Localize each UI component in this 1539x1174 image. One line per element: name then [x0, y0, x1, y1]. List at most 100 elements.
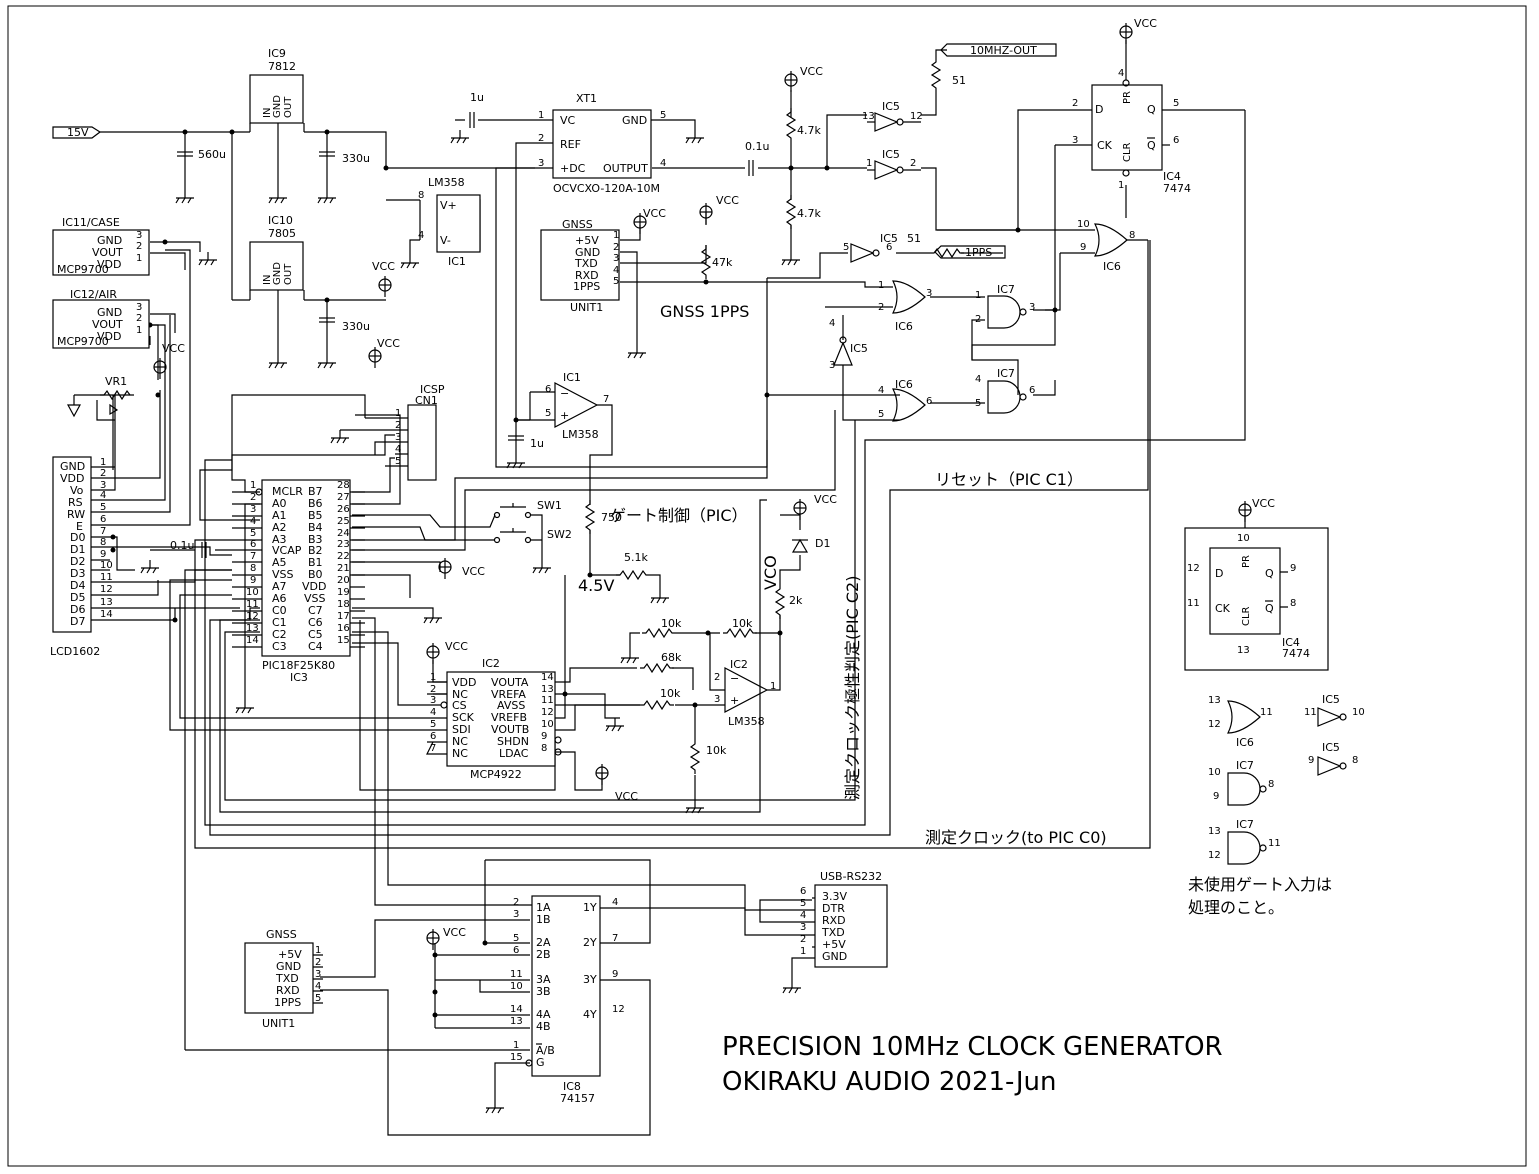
svg-text:4: 4 [829, 318, 835, 329]
svg-text:2: 2 [878, 302, 884, 313]
svg-text:12: 12 [1187, 563, 1200, 574]
svg-text:4: 4 [660, 158, 666, 169]
svg-text:10: 10 [1237, 533, 1250, 544]
svg-text:3: 3 [136, 302, 142, 313]
svg-text:11: 11 [510, 969, 523, 980]
svg-text:B1: B1 [308, 556, 323, 569]
svg-text:0.1u: 0.1u [745, 140, 769, 153]
svg-text:6: 6 [1029, 385, 1035, 396]
svg-text:4B: 4B [536, 1020, 551, 1033]
svg-text:9: 9 [1080, 242, 1086, 253]
svg-text:OCVCXO-120A-10M: OCVCXO-120A-10M [553, 182, 660, 195]
title-line-1: PRECISION 10MHz CLOCK GENERATOR [722, 1032, 1223, 1062]
svg-text:10: 10 [1077, 219, 1090, 230]
svg-text:C7: C7 [308, 604, 323, 617]
resistors-top: 4.7k 4.7k 51 51 47k [701, 57, 966, 280]
svg-text:8: 8 [541, 743, 547, 754]
svg-text:5: 5 [843, 242, 849, 253]
lm358-amplifier: IC2 LM358 231 [714, 658, 776, 728]
svg-text:NC: NC [452, 735, 468, 748]
svg-text:GND: GND [622, 114, 647, 127]
svg-text:11: 11 [246, 599, 259, 610]
svg-text:10: 10 [100, 560, 113, 571]
svg-text:10: 10 [541, 719, 554, 730]
svg-text:Q: Q [1147, 139, 1156, 152]
svg-text:Vo: Vo [70, 484, 84, 497]
svg-text:15: 15 [337, 635, 350, 646]
svg-text:D: D [1215, 567, 1223, 580]
svg-text:XT1: XT1 [576, 92, 597, 105]
svg-text:3: 3 [829, 360, 835, 371]
resistors-middle: 750 5.1k 2k 10k 10k 68k 10k 10k [585, 499, 803, 775]
svg-text:A0: A0 [272, 497, 287, 510]
svg-text:C5: C5 [308, 628, 323, 641]
note-gate-control: ゲート制御（PIC） [610, 506, 748, 525]
svg-text:4: 4 [800, 910, 806, 921]
svg-text:4: 4 [250, 516, 256, 527]
svg-text:D3: D3 [70, 567, 85, 580]
svg-text:RXD: RXD [575, 269, 599, 282]
svg-text:RXD: RXD [822, 914, 846, 927]
svg-text:9: 9 [1290, 563, 1296, 574]
svg-text:B3: B3 [308, 533, 323, 546]
svg-text:SCK: SCK [452, 711, 475, 724]
svg-text:14: 14 [246, 635, 259, 646]
svg-text:9: 9 [1213, 791, 1219, 802]
svg-text:13: 13 [862, 111, 875, 122]
vcc-label: VCC [716, 194, 739, 207]
svg-text:D: D [1095, 103, 1103, 116]
svg-text:B7: B7 [308, 485, 323, 498]
svg-text:UNIT1: UNIT1 [262, 1017, 295, 1030]
vcc-label: VCC [377, 337, 400, 350]
svg-text:24: 24 [337, 528, 350, 539]
svg-text:DTR: DTR [822, 902, 845, 915]
svg-text:5: 5 [545, 408, 551, 419]
svg-text:4.7k: 4.7k [797, 124, 821, 137]
svg-text:5.1k: 5.1k [624, 551, 648, 564]
svg-text:5: 5 [660, 110, 666, 121]
svg-text:IC9: IC9 [268, 47, 286, 60]
svg-text:10k: 10k [706, 744, 727, 757]
svg-text:1: 1 [800, 946, 806, 957]
svg-text:VDD: VDD [60, 472, 84, 485]
svg-text:2: 2 [136, 241, 142, 252]
svg-text:7: 7 [100, 526, 106, 537]
svg-text:GND: GND [276, 960, 301, 973]
svg-text:GND: GND [822, 950, 847, 963]
svg-text:GND: GND [272, 95, 283, 118]
svg-text:8: 8 [1290, 598, 1296, 609]
svg-text:3.3V: 3.3V [822, 890, 847, 903]
svg-text:10: 10 [510, 981, 523, 992]
svg-text:REF: REF [560, 138, 581, 151]
svg-text:4A: 4A [536, 1008, 551, 1021]
svg-text:VDD: VDD [97, 258, 121, 271]
svg-text:D1: D1 [815, 537, 830, 550]
svg-text:D1: D1 [70, 543, 85, 556]
potentiometer-vr1: VR1 [66, 375, 135, 470]
svg-text:2: 2 [910, 158, 916, 169]
svg-text:3B: 3B [536, 985, 551, 998]
svg-text:5: 5 [513, 933, 519, 944]
svg-text:6: 6 [800, 886, 806, 897]
svg-text:5: 5 [1173, 98, 1179, 109]
svg-text:1: 1 [136, 325, 142, 336]
svg-text:7: 7 [603, 394, 609, 405]
svg-text:+5V: +5V [575, 234, 599, 247]
svg-text:D6: D6 [70, 603, 85, 616]
svg-text:2: 2 [800, 934, 806, 945]
svg-text:9: 9 [100, 549, 106, 560]
svg-text:TXD: TXD [821, 926, 845, 939]
svg-text:8: 8 [250, 563, 256, 574]
capacitors: 560u 330u 330u 1u 1u 0.1u 0.1u [170, 91, 769, 559]
svg-text:CLR: CLR [1241, 606, 1252, 626]
svg-text:2: 2 [538, 133, 544, 144]
svg-text:560u: 560u [198, 148, 226, 161]
svg-text:4: 4 [315, 981, 321, 992]
svg-text:11: 11 [541, 695, 554, 706]
svg-text:51: 51 [952, 74, 966, 87]
svg-text:2B: 2B [536, 948, 551, 961]
vcc-label: VCC [162, 342, 185, 355]
svg-text:3: 3 [430, 695, 436, 706]
diode-d1: D1 [791, 537, 830, 553]
